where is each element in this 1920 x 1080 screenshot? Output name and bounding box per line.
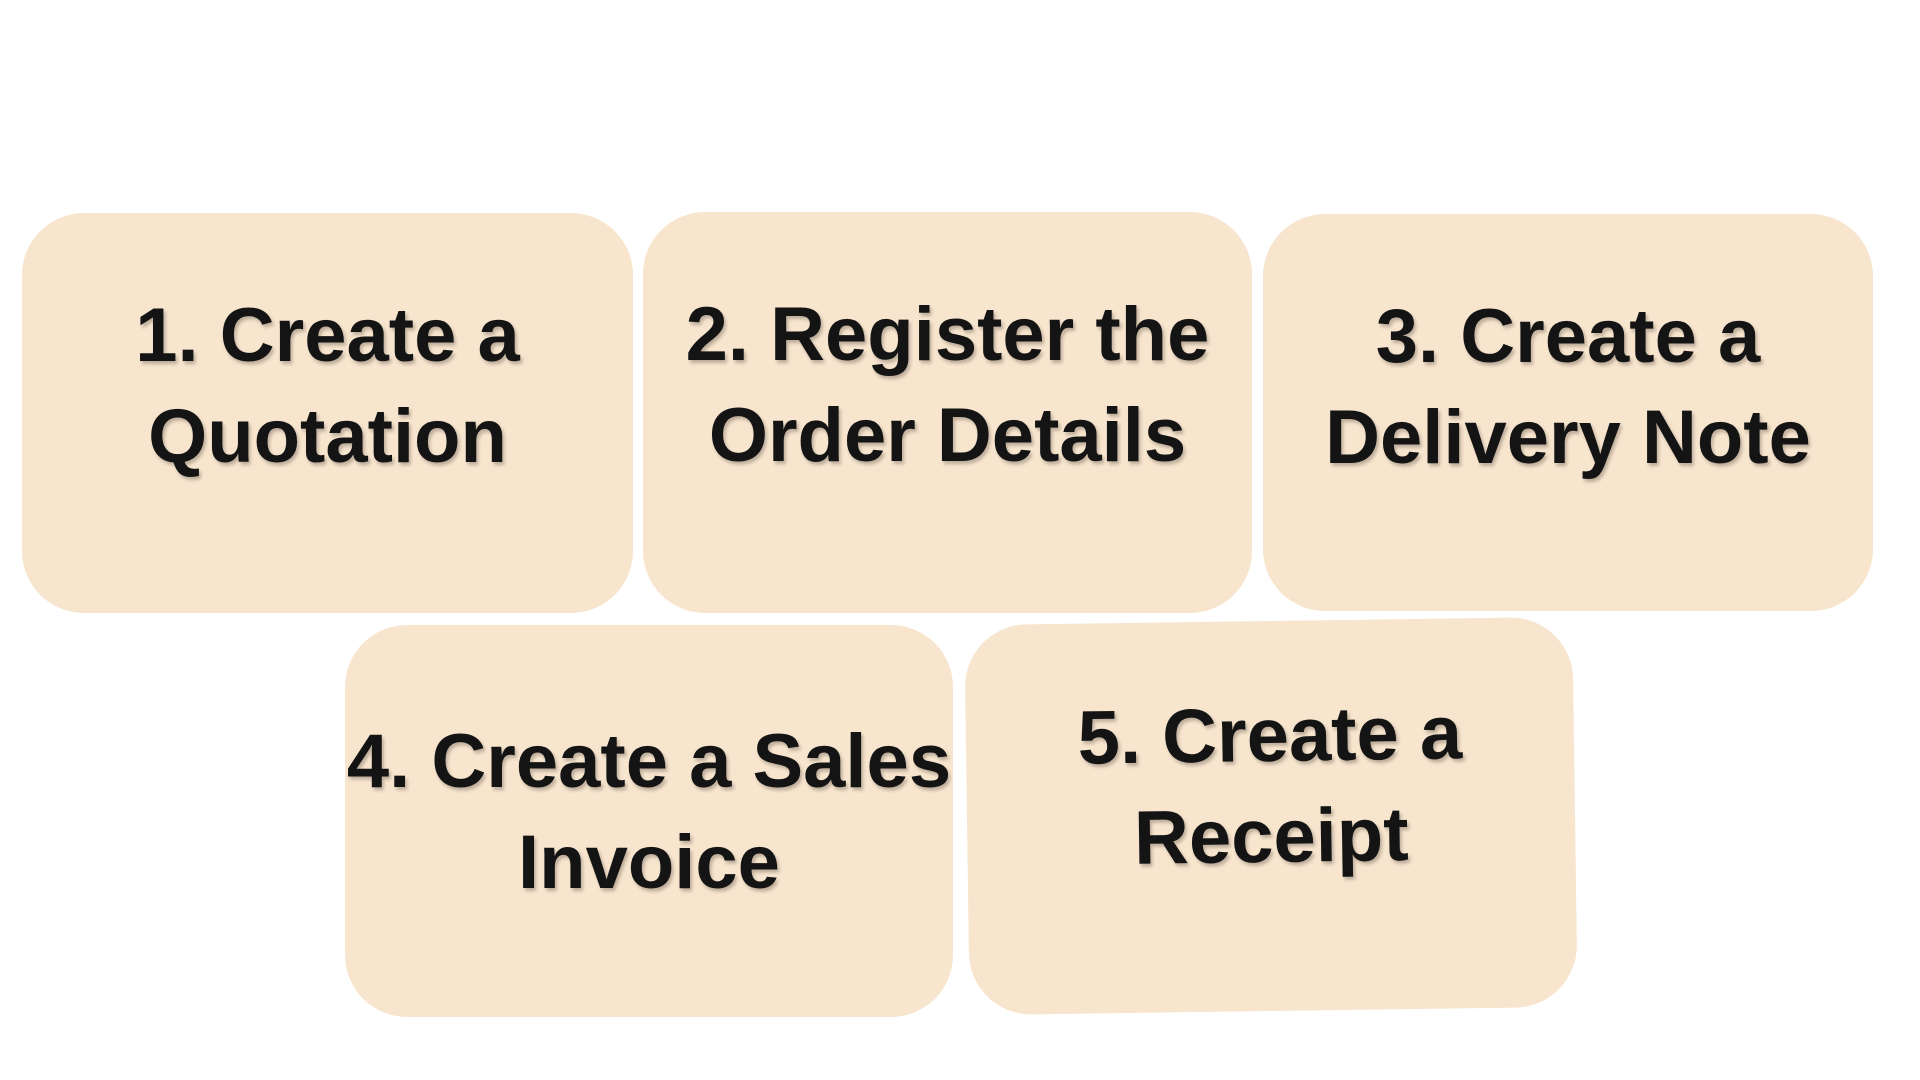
step-label-delivery-note: 3. Create a Delivery Note <box>1325 294 1811 480</box>
step-box-delivery-note: 3. Create a Delivery Note <box>1263 214 1873 611</box>
step-box-receipt: 5. Create a Receipt <box>964 616 1578 1016</box>
step-box-sales-invoice: 4. Create a Sales Invoice <box>345 625 953 1017</box>
step-label-order-details: 2. Register the Order Details <box>685 292 1210 478</box>
step-label-quotation: 1. Create a Quotation <box>135 293 520 479</box>
step-box-quotation: 1. Create a Quotation <box>22 213 633 613</box>
step-label-sales-invoice: 4. Create a Sales Invoice <box>346 719 952 905</box>
step-label-receipt: 5. Create a Receipt <box>1077 690 1463 881</box>
step-box-order-details: 2. Register the Order Details <box>643 212 1252 613</box>
